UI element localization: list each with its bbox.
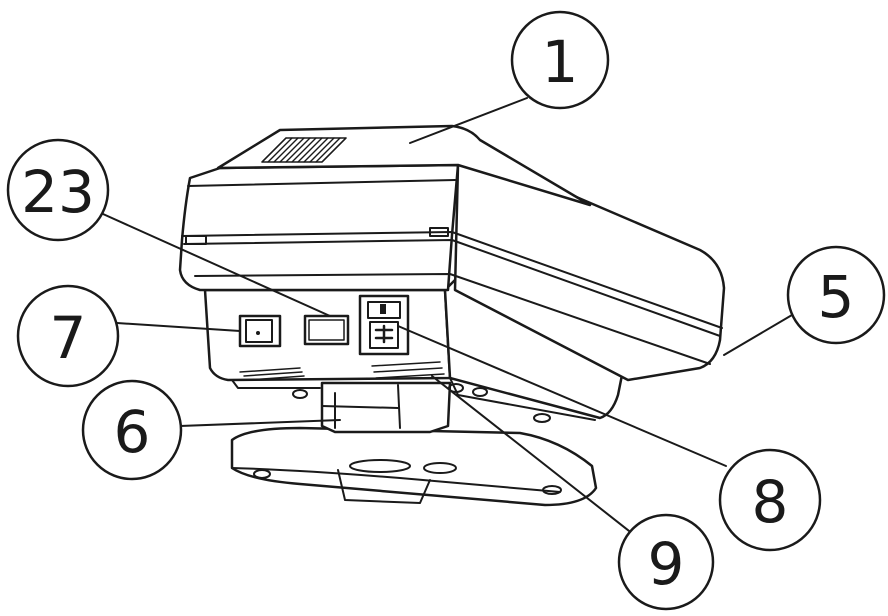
callout-5-label: 5 bbox=[818, 263, 855, 331]
upper-housing bbox=[178, 124, 726, 382]
callout-7-label: 7 bbox=[50, 304, 87, 372]
power-inlet bbox=[358, 294, 410, 356]
leader-line-23 bbox=[102, 213, 331, 317]
support-column bbox=[320, 381, 452, 434]
leader-line-5 bbox=[723, 314, 793, 356]
leader-line-9 bbox=[431, 375, 639, 539]
data-port bbox=[303, 314, 350, 346]
callout-8-label: 8 bbox=[752, 468, 789, 536]
callout-9: 9 bbox=[617, 513, 715, 611]
callouts: 1 23 5 7 6 8 9 bbox=[6, 10, 886, 611]
leader-lines bbox=[102, 97, 793, 539]
power-switch bbox=[238, 314, 282, 348]
bottom-vents-left bbox=[239, 367, 305, 381]
base-stand bbox=[230, 426, 598, 507]
callout-5: 5 bbox=[786, 245, 886, 345]
top-vent-grille bbox=[261, 137, 347, 163]
callout-6-label: 6 bbox=[114, 398, 151, 466]
lower-housing bbox=[203, 278, 630, 423]
device-illustration bbox=[178, 124, 726, 507]
leader-line-8 bbox=[397, 325, 727, 467]
leader-line-6 bbox=[179, 419, 341, 427]
callout-7: 7 bbox=[16, 284, 120, 388]
callout-23: 23 bbox=[6, 138, 110, 242]
callout-6: 6 bbox=[81, 379, 183, 481]
bottom-vents-right bbox=[371, 361, 445, 379]
callout-1-label: 1 bbox=[542, 28, 579, 96]
callout-9-label: 9 bbox=[648, 530, 685, 598]
callout-1: 1 bbox=[510, 10, 610, 110]
callout-8: 8 bbox=[718, 448, 822, 552]
leader-line-1 bbox=[409, 97, 528, 144]
leader-line-7 bbox=[116, 322, 241, 332]
callout-23-label: 23 bbox=[21, 158, 95, 226]
